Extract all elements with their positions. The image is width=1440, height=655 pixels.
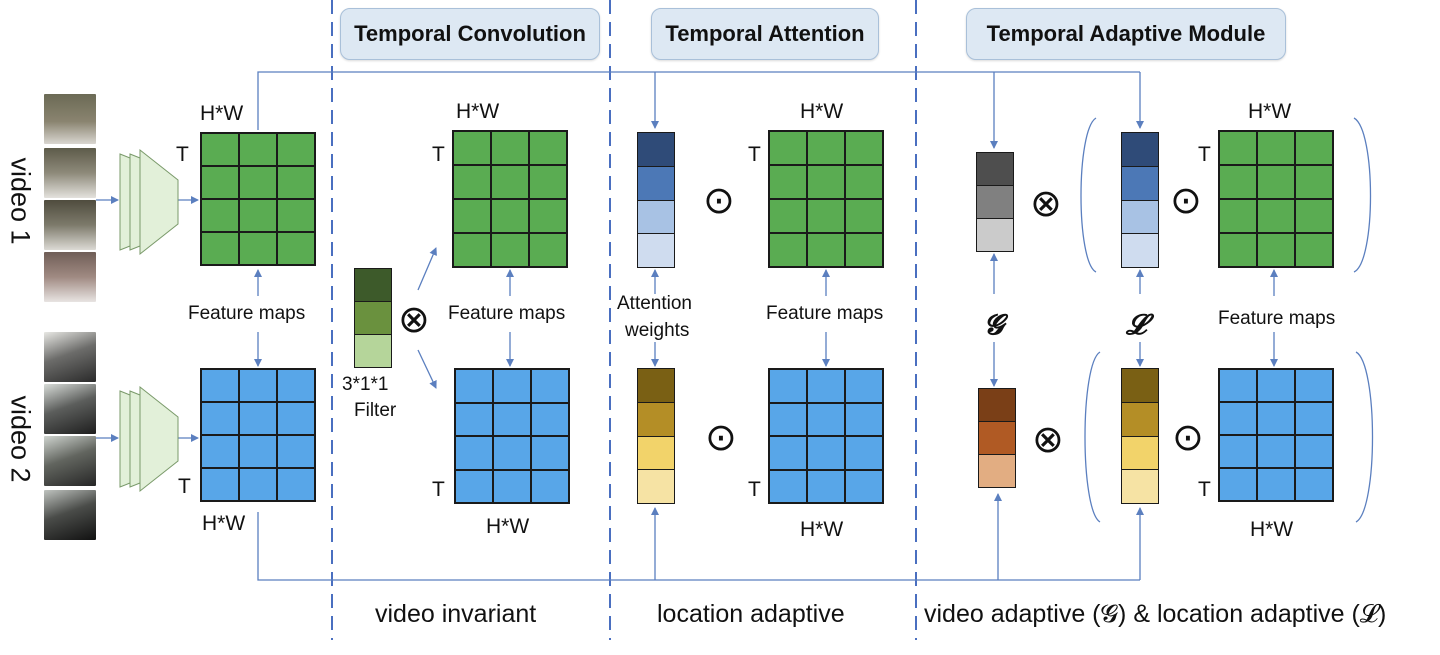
hadamard-operator-tam-top: ⊙ [1170, 180, 1202, 222]
feature-maps-label-4: Feature maps [1218, 308, 1336, 329]
convolution-operator-tam-bottom: ⊗ [1032, 419, 1064, 461]
encoder-video-2 [119, 385, 179, 493]
video-adaptive-weights-video1 [976, 152, 1014, 252]
hadamard-operator-attn-top: ⊙ [703, 180, 735, 222]
footer-video-and-location-adaptive: video adaptive (𝓖) & location adaptive (… [924, 600, 1387, 628]
video-1-frame-4 [44, 252, 96, 302]
video-2-label: video 2 [5, 395, 36, 483]
hadamard-operator-attn-bottom: ⊙ [705, 417, 737, 459]
hw-label-4-top: H*W [1248, 100, 1292, 123]
footer-location-adaptive: location adaptive [657, 600, 845, 628]
footer-video-invariant: video invariant [375, 600, 537, 628]
encoder-video-1 [119, 148, 179, 256]
video-1-frame-2 [44, 148, 96, 198]
hadamard-operator-tam-bottom: ⊙ [1172, 417, 1204, 459]
feature-maps-label-2: Feature maps [448, 303, 566, 324]
feature-map-video1-conv [452, 130, 568, 268]
feature-map-video2-attn [768, 368, 884, 504]
hw-label-4-bottom: H*W [1250, 518, 1294, 541]
video-1-label: video 1 [5, 157, 36, 245]
feature-map-video2-input [200, 368, 316, 502]
attention-label-line1: Attention [617, 293, 692, 314]
convolution-operator-tam-top: ⊗ [1030, 183, 1062, 225]
hw-label-2-top: H*W [456, 100, 500, 123]
attention-weights-video1 [637, 132, 675, 268]
filter-label: Filter [354, 400, 397, 421]
video-2-frame-4 [44, 490, 96, 540]
hw-label-3-top: H*W [800, 100, 844, 123]
g-symbol: 𝓖 [984, 308, 1004, 341]
attention-label-line2: weights [625, 320, 690, 341]
feature-map-video2-conv [454, 368, 570, 504]
feature-maps-label-3: Feature maps [766, 303, 884, 324]
feature-map-video1-attn [768, 130, 884, 268]
header-temporal-adaptive-module: Temporal Adaptive Module [966, 8, 1286, 60]
t-label-3-top: T [748, 143, 761, 166]
video-adaptive-weights-video2 [978, 388, 1016, 488]
filter-size-label: 3*1*1 [342, 374, 389, 395]
t-label-1-bottom: T [178, 475, 191, 498]
feature-map-video1-tam [1218, 130, 1334, 268]
feature-map-video2-tam [1218, 368, 1334, 502]
t-label-3-bottom: T [748, 478, 761, 501]
video-1-frame-1 [44, 94, 96, 144]
video-2-frame-1 [44, 332, 96, 382]
t-label-2-bottom: T [432, 478, 445, 501]
video-1-frame-3 [44, 200, 96, 250]
t-label-1-top: T [176, 143, 189, 166]
video-2-frame-2 [44, 384, 96, 434]
t-label-4-top: T [1198, 143, 1211, 166]
hw-label-2-bottom: H*W [486, 515, 530, 538]
conv-filter-3x1x1 [354, 268, 392, 368]
video-2-frame-3 [44, 436, 96, 486]
hw-label-1-top: H*W [200, 102, 244, 125]
t-label-4-bottom: T [1198, 478, 1211, 501]
hw-label-3-bottom: H*W [800, 518, 844, 541]
feature-maps-label-1: Feature maps [188, 303, 306, 324]
convolution-operator: ⊗ [398, 299, 430, 341]
location-adaptive-weights-video1 [1121, 132, 1159, 268]
t-label-2-top: T [432, 143, 445, 166]
feature-map-video1-input [200, 132, 316, 266]
attention-weights-video2 [637, 368, 675, 504]
header-temporal-convolution: Temporal Convolution [340, 8, 600, 60]
hw-label-1-bottom: H*W [202, 512, 246, 535]
header-temporal-attention: Temporal Attention [651, 8, 879, 60]
l-symbol: 𝓛 [1126, 308, 1147, 341]
location-adaptive-weights-video2 [1121, 368, 1159, 504]
